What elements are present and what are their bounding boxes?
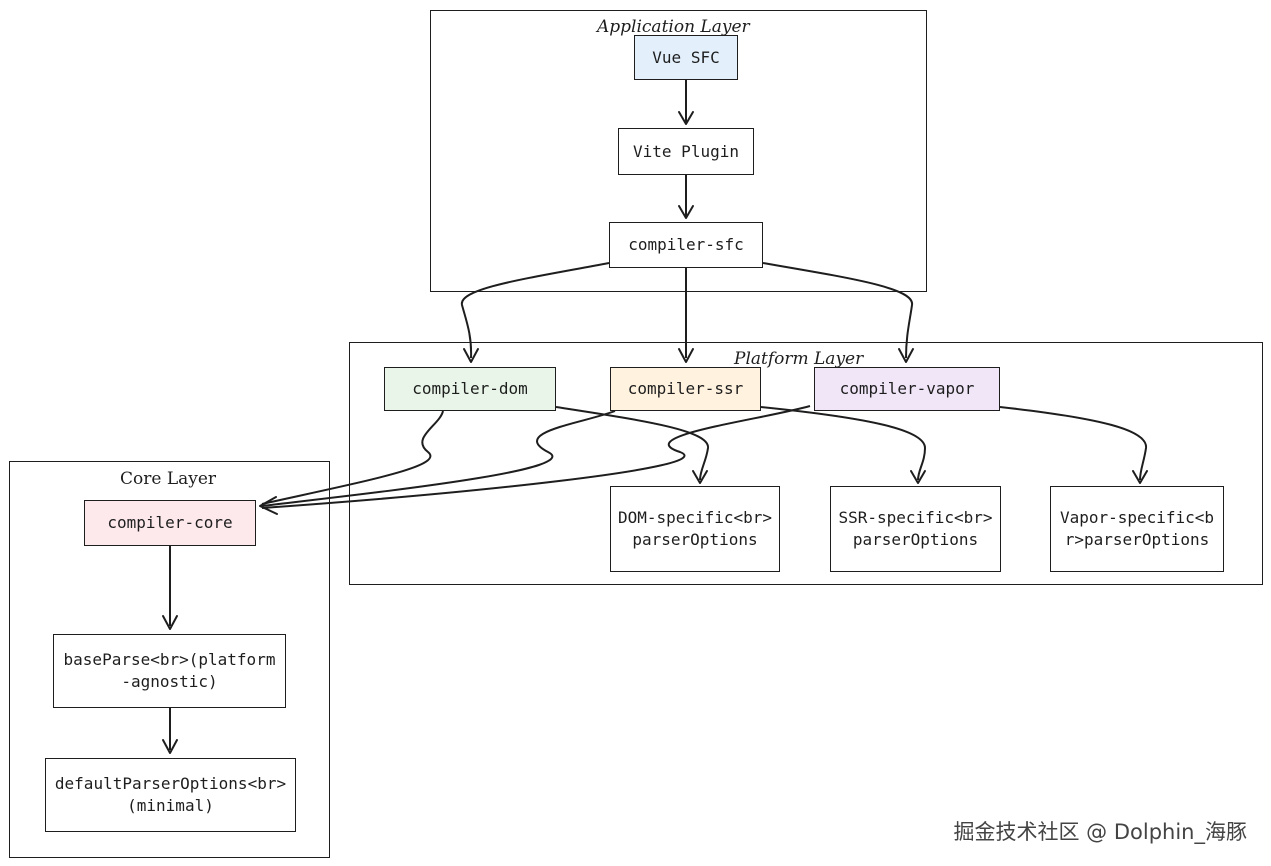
node-dom-options-label: DOM-specific<br>parserOptions — [617, 508, 773, 549]
node-compiler-core: compiler-core — [84, 500, 256, 546]
node-ssr-options: SSR-specific<br>parserOptions — [830, 486, 1001, 572]
node-default-options: defaultParserOptions<br>(minimal) — [45, 758, 296, 832]
edge-compiler-vapor-to-compiler-core — [261, 405, 811, 509]
node-base-parse: baseParse<br>(platform-agnostic) — [53, 634, 286, 708]
node-vapor-options: Vapor-specific<br>parserOptions — [1050, 486, 1224, 572]
arrowhead-compiler-ssr — [678, 348, 694, 363]
arrowhead-base-parse — [162, 615, 178, 630]
watermark: 掘金技术社区 @ Dolphin_海豚 — [953, 820, 1248, 844]
node-compiler-sfc: compiler-sfc — [609, 222, 763, 268]
platform-layer — [349, 342, 1263, 585]
arrowhead-compiler-core — [259, 496, 278, 515]
node-compiler-dom: compiler-dom — [384, 367, 556, 411]
node-vue-sfc: Vue SFC — [634, 35, 738, 80]
node-compiler-core-label: compiler-core — [107, 513, 233, 532]
node-compiler-ssr-label: compiler-ssr — [627, 379, 744, 398]
node-vue-sfc-label: Vue SFC — [652, 47, 720, 67]
node-dom-options: DOM-specific<br>parserOptions — [610, 486, 780, 572]
platform-layer-title: Platform Layer — [734, 349, 864, 369]
arrowhead-dom-options — [692, 470, 708, 484]
node-ssr-options-label: SSR-specific<br>parserOptions — [838, 508, 993, 549]
arrowhead-default-options — [162, 739, 178, 754]
node-compiler-ssr: compiler-ssr — [610, 367, 761, 411]
edge-compiler-vapor-to-vapor-options — [999, 406, 1148, 481]
node-compiler-vapor-label: compiler-vapor — [839, 379, 975, 398]
edge-compiler-sfc-to-compiler-dom — [460, 262, 610, 359]
node-default-options-label: defaultParserOptions<br>(minimal) — [54, 774, 287, 815]
arrowhead-compiler-dom — [463, 348, 479, 363]
edge-compiler-dom-to-dom-options — [555, 406, 710, 481]
edge-compiler-ssr-to-compiler-core — [261, 410, 616, 507]
node-base-parse-label: baseParse<br>(platform-agnostic) — [63, 650, 276, 691]
edge-compiler-sfc-to-compiler-vapor — [762, 262, 914, 359]
node-compiler-dom-label: compiler-dom — [412, 379, 528, 398]
application-layer — [430, 10, 927, 292]
arrowhead-vapor-options — [1132, 470, 1148, 484]
arrowhead-compiler-sfc — [678, 205, 694, 219]
application-layer-title: Application Layer — [597, 17, 750, 37]
node-compiler-sfc-label: compiler-sfc — [628, 235, 744, 254]
arrowhead-vite-plugin — [678, 111, 694, 125]
core-layer-title: Core Layer — [120, 469, 217, 489]
node-vapor-options-label: Vapor-specific<br>parserOptions — [1059, 508, 1215, 549]
node-compiler-vapor: compiler-vapor — [814, 367, 1000, 411]
arrowhead-compiler-vapor — [898, 348, 914, 363]
arrowhead-ssr-options — [910, 470, 926, 484]
core-layer — [9, 461, 330, 858]
node-vite-plugin-label: Vite Plugin — [633, 141, 739, 161]
node-vite-plugin: Vite Plugin — [618, 128, 754, 175]
edge-compiler-dom-to-compiler-core — [261, 410, 444, 505]
edge-compiler-ssr-to-ssr-options — [760, 406, 927, 481]
